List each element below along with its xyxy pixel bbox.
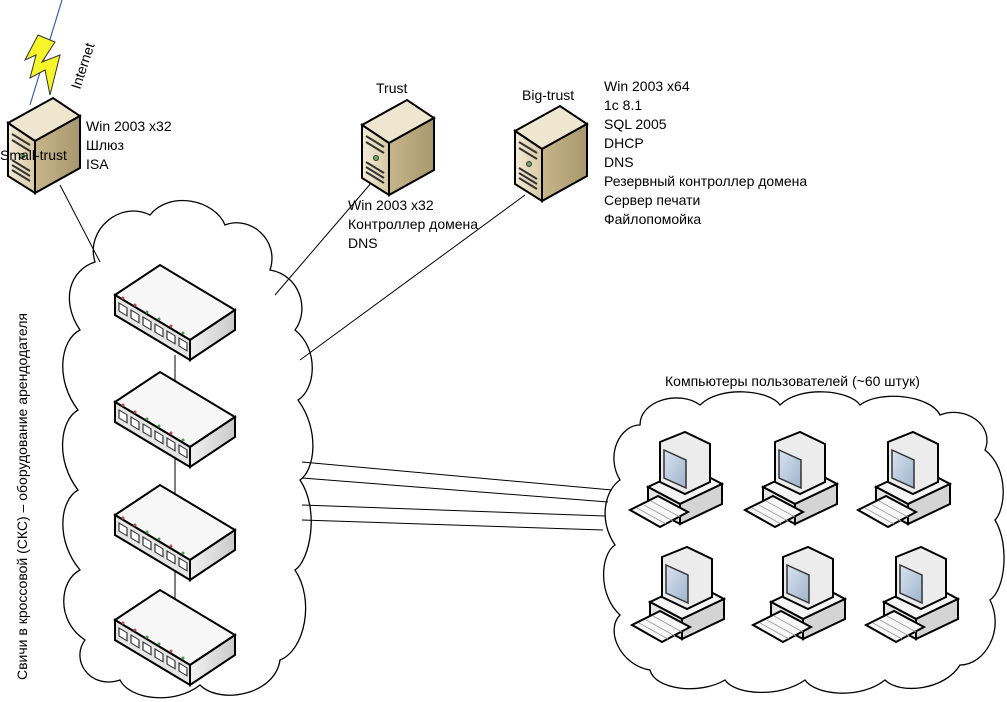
switch-cloud-label: Свичи в кроссовой (СКС) – оборудование а… [14,313,30,680]
big-trust-note: DHCP [604,135,644,151]
internet-bolt-icon [23,0,63,106]
big-trust-note: Резервный контроллер домена [604,173,807,189]
big-trust-note: Файлопомойка [604,211,701,227]
big-trust-server-icon [514,105,588,202]
trust-note: Контроллер домена [348,216,478,232]
link-users-2 [301,477,609,503]
link-users-4 [301,519,604,531]
small-trust-note: ISA [86,156,109,172]
small-trust-note: Win 2003 x32 [86,118,172,134]
big-trust-note: Win 2003 x64 [604,78,690,94]
user-cloud-label: Компьютеры пользователей (~60 штук) [665,373,920,389]
link-users-3 [301,504,606,517]
trust-name: Trust [376,80,407,96]
trust-server-icon [361,99,435,196]
big-trust-note: SQL 2005 [604,116,667,132]
link-trust [274,181,373,296]
big-trust-note: DNS [604,154,634,170]
big-trust-note: Сервер печати [604,192,700,208]
small-trust-note: Шлюз [86,137,124,153]
link-users-1 [301,461,613,491]
link-small-trust [59,184,101,263]
link-big-trust [299,194,526,361]
small-trust-name: Small-trust [0,147,67,163]
trust-note: DNS [348,235,378,251]
big-trust-name: Big-trust [522,87,574,103]
internet-label: Internet [68,41,98,91]
small-trust-server-icon [7,97,81,194]
trust-note: Win 2003 x32 [348,197,434,213]
big-trust-note: 1c 8.1 [604,97,642,113]
